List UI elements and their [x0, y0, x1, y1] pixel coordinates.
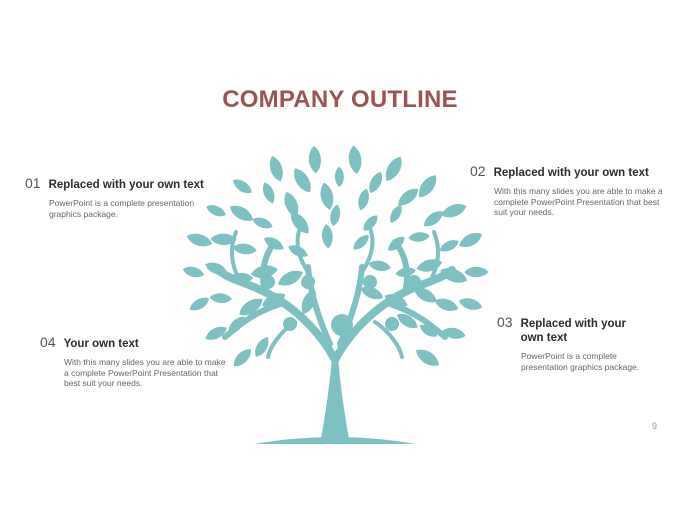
leaf-shape [209, 293, 232, 304]
leaf-shape [408, 232, 430, 242]
leaf-shape [205, 262, 228, 275]
outline-item-02: 02 Replaced with your own text With this… [470, 163, 670, 218]
page-number: 9 [652, 421, 658, 431]
leaf-shape [228, 316, 245, 334]
leaf-shape [419, 324, 438, 337]
leaf-shape [398, 188, 419, 206]
leaf-shape [182, 266, 205, 278]
leaf-shape [390, 204, 402, 223]
leaf-shape [262, 182, 275, 204]
item-heading: Replaced with your own text [48, 179, 204, 191]
leaf-shape [229, 205, 254, 221]
leaf-shape [441, 204, 467, 218]
leaf-shape [227, 272, 254, 285]
leaf-shape [233, 349, 251, 367]
leaf-shape [395, 267, 416, 277]
leaf-shape [250, 265, 278, 279]
leaf-shape [252, 217, 273, 229]
item-heading: Replaced with your own text [520, 318, 627, 344]
leaf-shape [232, 243, 257, 255]
item-heading: Replaced with your own text [493, 167, 649, 179]
leaf-shape [206, 205, 226, 217]
leaf-shape [334, 166, 344, 187]
leaf-shape [385, 156, 402, 182]
leaf-shape [210, 233, 237, 246]
leaf-shape [189, 297, 210, 311]
leaf-shape [288, 245, 308, 257]
outline-item-01: 01 Replaced with your own text PowerPoin… [25, 175, 220, 219]
leaf-shape [255, 337, 269, 357]
leaf-shape [233, 179, 252, 194]
tree-illustration [182, 145, 489, 444]
leaf-shape [434, 298, 459, 311]
leaf-shape [348, 145, 362, 174]
item-number: 03 [497, 314, 513, 330]
leaf-shape [353, 235, 369, 250]
leaf-shape [269, 156, 283, 182]
item-description: With this many slides you are able to ma… [64, 357, 226, 388]
leaf-shape [301, 289, 317, 315]
leaf-shape [384, 294, 408, 307]
leaf-shape [413, 287, 437, 303]
leaf-shape [442, 327, 466, 339]
item-description: With this many slides you are able to ma… [494, 186, 663, 217]
leaf-shape [262, 293, 286, 308]
leaf-shape [284, 191, 299, 218]
leaf-shape [320, 182, 334, 210]
leaf-shape [440, 268, 468, 283]
leaf-shape [264, 237, 284, 250]
item-description: PowerPoint is a complete presentation gr… [49, 198, 195, 219]
leaf-shape [416, 349, 440, 366]
item-number: 04 [40, 334, 56, 350]
leaf-shape [205, 326, 227, 340]
outline-item-03: 03 Replaced with your own text PowerPoin… [497, 314, 657, 372]
leaf-shape [330, 204, 341, 227]
leaf-shape [369, 171, 383, 194]
leaf-shape [186, 233, 213, 247]
leaf-shape [360, 286, 384, 300]
item-number: 01 [25, 175, 41, 191]
leaf-shape [294, 168, 311, 193]
leaf-shape [458, 298, 483, 310]
leaf-shape [308, 145, 321, 174]
leaf-shape [290, 212, 309, 234]
leaf-shape [397, 313, 418, 329]
leaf-shape [418, 175, 437, 198]
outline-item-04: 04 Your own text With this many slides y… [40, 334, 235, 389]
leaf-shape [358, 188, 369, 211]
leaf-shape [416, 259, 443, 272]
leaf-shape [459, 233, 483, 247]
leaf-shape [464, 266, 489, 278]
leaf-shape [423, 211, 444, 227]
leaf-shape [388, 236, 405, 251]
item-description: PowerPoint is a complete presentation gr… [521, 351, 640, 372]
leaf-shape [363, 215, 378, 231]
leaf-shape [239, 298, 263, 316]
item-number: 02 [470, 163, 486, 179]
leaf-shape [321, 224, 333, 249]
leaf-shape [277, 270, 303, 286]
leaf-shape [368, 260, 391, 271]
slide-title: COMPANY OUTLINE [222, 86, 458, 113]
item-heading: Your own text [63, 338, 139, 350]
leaf-shape [439, 240, 459, 252]
